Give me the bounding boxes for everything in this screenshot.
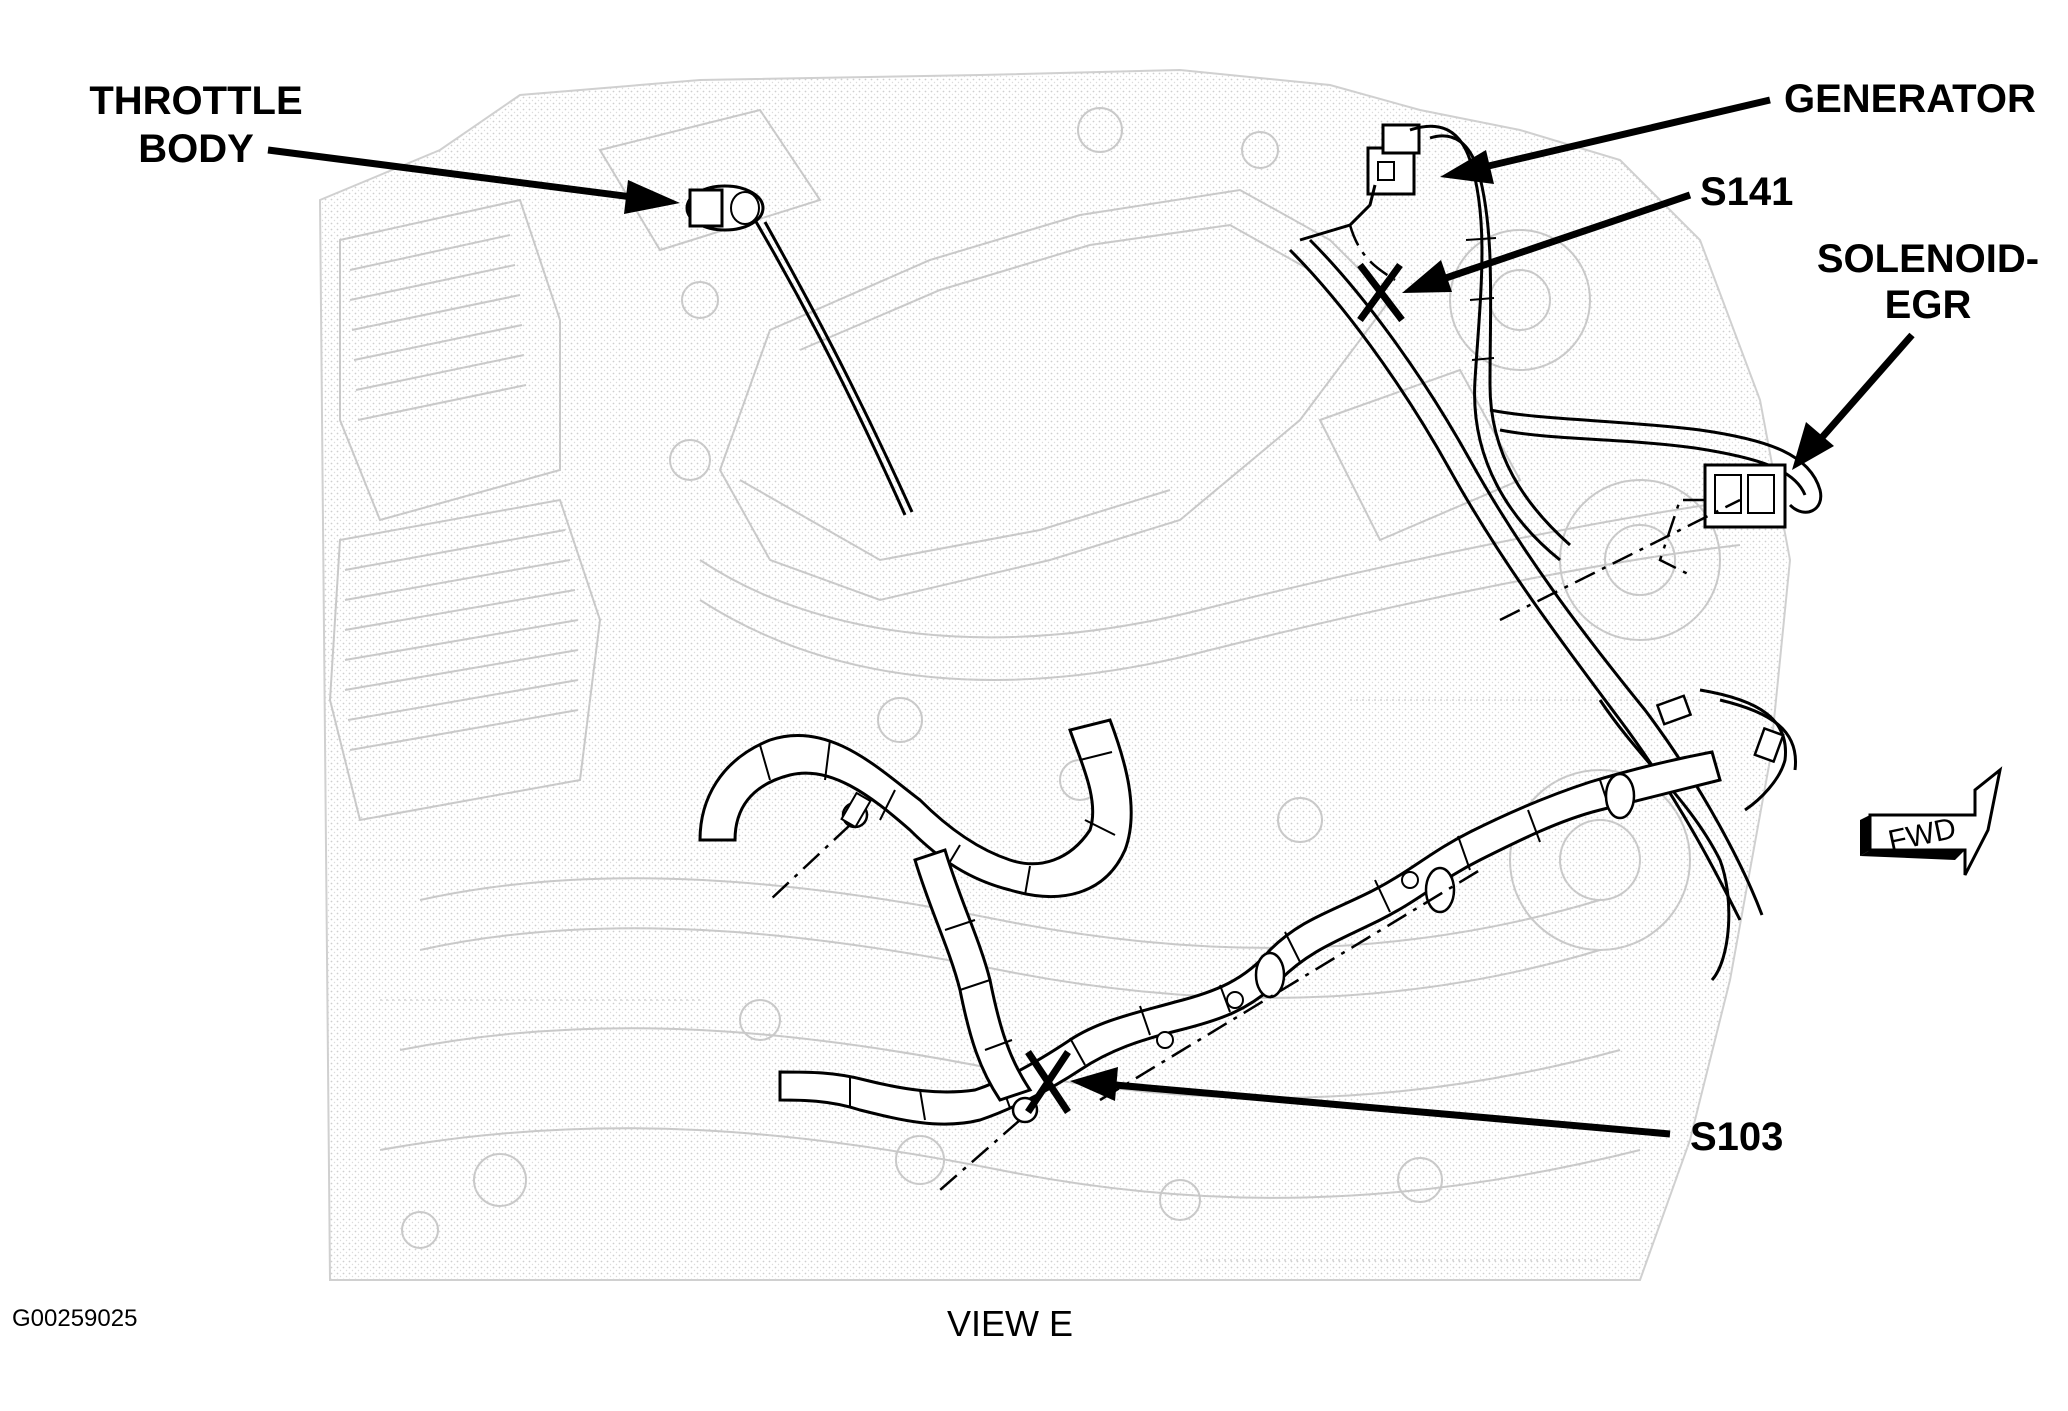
harness-drawing: [685, 123, 1823, 1191]
s141-splice-mark: [1357, 262, 1405, 323]
generator-leader: [1440, 96, 1771, 184]
solenoid-egr-label-line2: EGR: [1885, 283, 1972, 327]
figure-id: G00259025: [12, 1305, 137, 1332]
s103-leader: [1070, 1067, 1671, 1138]
throttle-body-label-line2: BODY: [138, 127, 254, 171]
callout-leaders: [267, 96, 1915, 1138]
fwd-arrow-icon: FWD: [1860, 766, 2003, 876]
s141-label: S141: [1700, 170, 1793, 214]
throttle-body-label-line1: THROTTLE: [89, 79, 302, 123]
s103-label: S103: [1690, 1115, 1783, 1159]
throttle-body-leader: [267, 146, 680, 214]
view-caption: VIEW E: [947, 1303, 1073, 1344]
callout-labels: THROTTLE BODY GENERATOR S141 SOLENOID- E…: [89, 77, 2039, 1159]
throttle-body-connector: [685, 184, 914, 516]
solenoid-egr-connector: [1489, 408, 1823, 577]
engine-background: [318, 68, 1792, 1281]
s141-leader: [1402, 191, 1692, 293]
s103-splice-mark: [1025, 1050, 1071, 1114]
solenoid-egr-label-line1: SOLENOID-: [1817, 237, 2039, 281]
solenoid-egr-leader: [1792, 332, 1915, 470]
generator-label: GENERATOR: [1784, 77, 2036, 121]
